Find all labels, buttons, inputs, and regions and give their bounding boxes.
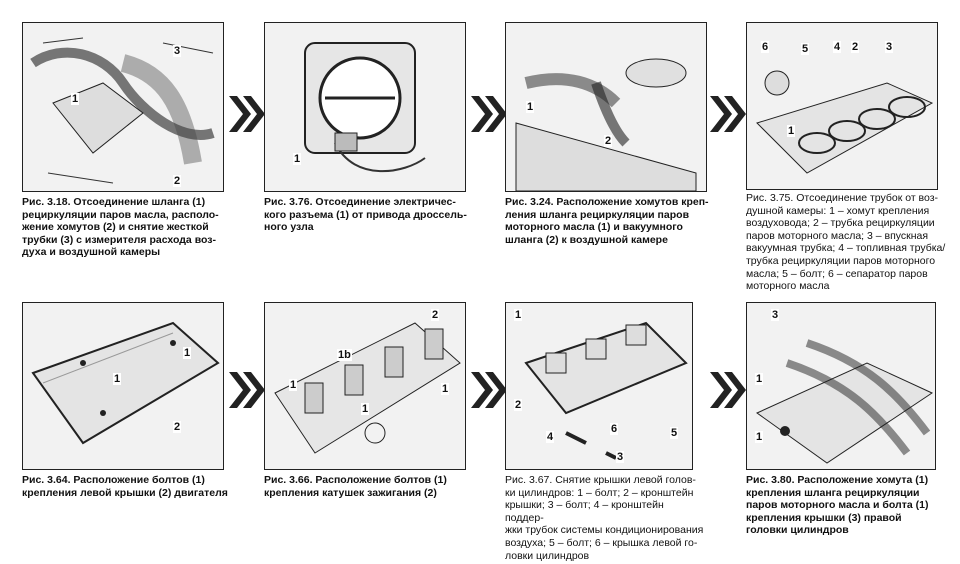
throttle-body-illustration: 1 (264, 22, 466, 192)
callout-5: 5 (670, 427, 679, 439)
callout-1: 1 (293, 153, 302, 165)
double-chevron-right-icon (710, 372, 746, 408)
callout-2: 2 (173, 175, 182, 187)
callout-5: 5 (801, 43, 810, 55)
callout-1: 1 (71, 93, 80, 105)
right-head-cover-illustration: 3 1 1 (746, 302, 936, 470)
callout-1: 1 (361, 403, 370, 415)
callout-1: 1 (787, 125, 796, 137)
callout-2: 2 (431, 309, 440, 321)
double-chevron-right-icon (471, 372, 507, 408)
callout-1: 1 (755, 373, 764, 385)
double-chevron-right-icon (710, 96, 746, 132)
double-chevron-right-icon (229, 372, 265, 408)
double-chevron-right-icon (471, 96, 507, 132)
callout-1: 1 (514, 309, 523, 321)
callout-3: 3 (173, 45, 182, 57)
figure-caption: Рис. 3.64. Расположение болтов (1) крепл… (22, 474, 228, 499)
callout-2: 2 (514, 399, 523, 411)
callout-4: 4 (546, 431, 555, 443)
figure-caption: Рис. 3.76. Отсоединение электричес- кого… (264, 196, 467, 234)
callout-1: 1 (183, 347, 192, 359)
hose-clamps-illustration: 1 2 (505, 22, 707, 192)
engine-illustration: 1 2 3 (22, 22, 224, 192)
callout-2: 2 (173, 421, 182, 433)
callout-3: 3 (771, 309, 780, 321)
engine-cover-illustration: 1 1 2 (22, 302, 224, 470)
ignition-coils-illustration: 2 1b 1 1 1 (264, 302, 466, 470)
callout-6: 6 (610, 423, 619, 435)
figure-caption: Рис. 3.67. Снятие крышки левой голов- ки… (505, 474, 704, 562)
callout-6: 6 (761, 41, 770, 53)
callout-2: 2 (851, 41, 860, 53)
double-chevron-right-icon (229, 96, 265, 132)
callout-2: 2 (604, 135, 613, 147)
callout-1: 1 (289, 379, 298, 391)
callout-3: 3 (885, 41, 894, 53)
callout-1: 1 (526, 101, 535, 113)
callout-3: 3 (616, 451, 625, 463)
callout-1b: 1b (337, 349, 352, 361)
callout-1: 1 (755, 431, 764, 443)
figure-caption: Рис. 3.18. Отсоединение шланга (1) рецир… (22, 196, 219, 259)
figure-caption: Рис. 3.75. Отсоединение трубок от воз- д… (746, 192, 946, 293)
figure-caption: Рис. 3.80. Расположение хомута (1) крепл… (746, 474, 929, 537)
cylinder-head-cover-illustration: 1 2 6 5 4 3 (505, 302, 693, 470)
callout-1: 1 (113, 373, 122, 385)
callout-4: 4 (833, 41, 842, 53)
figure-caption: Рис. 3.66. Расположение болтов (1) крепл… (264, 474, 447, 499)
air-chamber-illustration: 6 5 4 2 3 1 (746, 22, 938, 190)
figure-caption: Рис. 3.24. Расположение хомутов креп- ле… (505, 196, 709, 246)
callout-1: 1 (441, 383, 450, 395)
